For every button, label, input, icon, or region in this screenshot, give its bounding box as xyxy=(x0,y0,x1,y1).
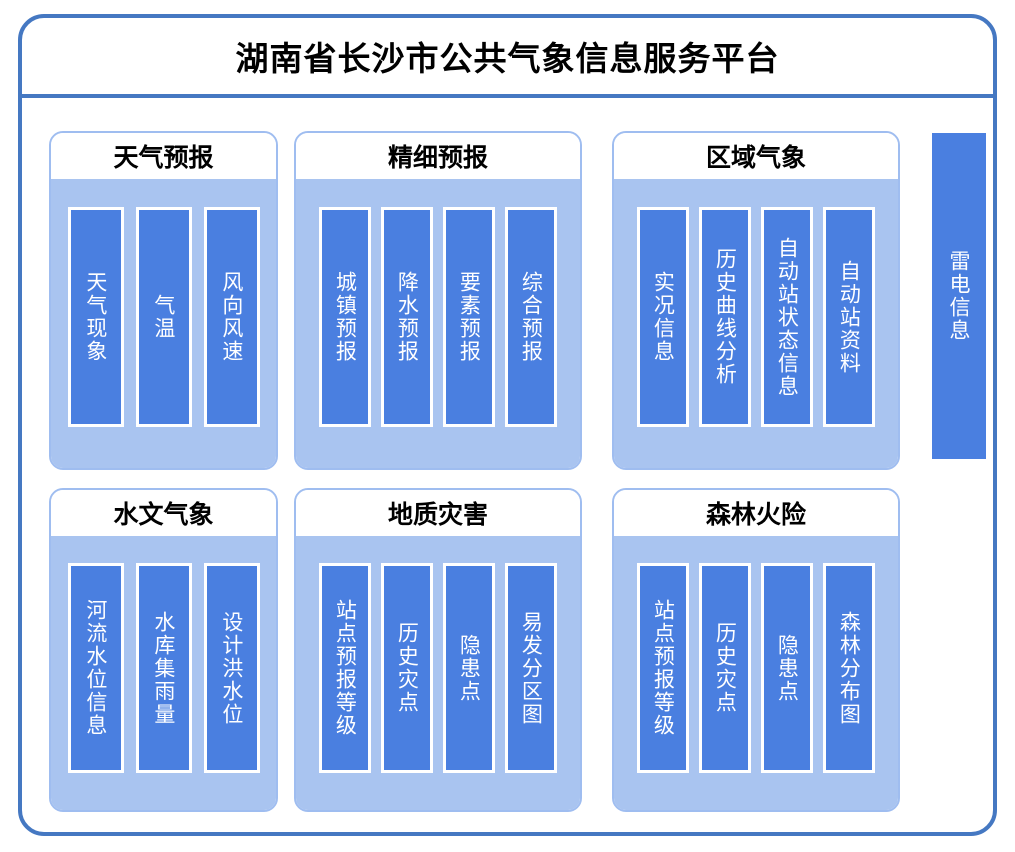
item-label: 设计洪水位 xyxy=(219,610,244,726)
item-bar-hidden-danger-points[interactable]: 隐患点 xyxy=(761,563,813,773)
group-title: 森林火险 xyxy=(705,500,806,529)
item-bar-historical-disaster-points[interactable]: 历史灾点 xyxy=(699,563,751,773)
group-body-forest-fire-risk: 站点预报等级 历史灾点 隐患点 森林分布图 xyxy=(614,536,898,810)
group-title: 地质灾害 xyxy=(387,500,488,529)
item-label: 自动站资料 xyxy=(837,259,862,375)
item-label: 雷电信息 xyxy=(947,250,971,342)
item-label: 实况信息 xyxy=(651,271,676,363)
item-bar-forest-distribution-map[interactable]: 森林分布图 xyxy=(823,563,875,773)
group-header-forest-fire-risk: 森林火险 xyxy=(614,490,898,536)
item-bar-comprehensive-forecast[interactable]: 综合预报 xyxy=(505,207,557,427)
item-label: 站点预报等级 xyxy=(333,599,358,737)
item-label: 隐患点 xyxy=(775,633,800,703)
group-header-weather-forecast: 天气预报 xyxy=(51,133,276,179)
group-title: 区域气象 xyxy=(705,143,806,172)
item-bar-station-forecast-level[interactable]: 站点预报等级 xyxy=(637,563,689,773)
group-panel-fine-forecast[interactable]: 精细预报 城镇预报 降水预报 要素预报 综合预报 xyxy=(294,131,582,470)
group-panel-hydro-meteorology[interactable]: 水文气象 河流水位信息 水库集雨量 设计洪水位 xyxy=(49,488,278,812)
item-label: 隐患点 xyxy=(457,633,482,703)
item-bar-reservoir-rainfall[interactable]: 水库集雨量 xyxy=(135,563,192,773)
item-bar-element-forecast[interactable]: 要素预报 xyxy=(443,207,495,427)
bars-row: 实况信息 历史曲线分析 自动站状态信息 自动站资料 xyxy=(614,179,898,427)
group-body-geological-hazard: 站点预报等级 历史灾点 隐患点 易发分区图 xyxy=(296,536,580,810)
group-header-regional-meteorology: 区域气象 xyxy=(614,133,898,179)
item-bar-prone-zoning-map[interactable]: 易发分区图 xyxy=(505,563,557,773)
item-label: 历史灾点 xyxy=(713,622,738,714)
item-label: 站点预报等级 xyxy=(651,599,676,737)
group-body-fine-forecast: 城镇预报 降水预报 要素预报 综合预报 xyxy=(296,179,580,468)
item-bar-wind[interactable]: 风向风速 xyxy=(203,207,260,427)
group-header-geological-hazard: 地质灾害 xyxy=(296,490,580,536)
item-bar-town-forecast[interactable]: 城镇预报 xyxy=(319,207,371,427)
item-bar-weather-phenomena[interactable]: 天气现象 xyxy=(67,207,124,427)
item-bar-hidden-danger-points[interactable]: 隐患点 xyxy=(443,563,495,773)
item-label: 易发分区图 xyxy=(519,610,544,726)
bars-row: 站点预报等级 历史灾点 隐患点 易发分区图 xyxy=(296,536,580,773)
group-body-hydro-meteorology: 河流水位信息 水库集雨量 设计洪水位 xyxy=(51,536,276,810)
page-title: 湖南省长沙市公共气象信息服务平台 xyxy=(235,39,780,78)
item-bar-precipitation-forecast[interactable]: 降水预报 xyxy=(381,207,433,427)
item-label: 河流水位信息 xyxy=(83,599,108,737)
group-body-weather-forecast: 天气现象 气温 风向风速 xyxy=(51,179,276,468)
item-bar-auto-station-data[interactable]: 自动站资料 xyxy=(823,207,875,427)
item-bar-historical-curve-analysis[interactable]: 历史曲线分析 xyxy=(699,207,751,427)
item-label: 综合预报 xyxy=(519,271,544,363)
item-label: 城镇预报 xyxy=(333,271,358,363)
group-title: 水文气象 xyxy=(113,500,214,529)
group-header-hydro-meteorology: 水文气象 xyxy=(51,490,276,536)
bars-row: 城镇预报 降水预报 要素预报 综合预报 xyxy=(296,179,580,427)
platform-title-bar: 湖南省长沙市公共气象信息服务平台 xyxy=(22,18,993,98)
group-body-regional-meteorology: 实况信息 历史曲线分析 自动站状态信息 自动站资料 xyxy=(614,179,898,468)
item-label: 气温 xyxy=(151,294,176,340)
item-label: 历史灾点 xyxy=(395,622,420,714)
item-bar-design-flood-level[interactable]: 设计洪水位 xyxy=(203,563,260,773)
item-bar-river-water-level[interactable]: 河流水位信息 xyxy=(67,563,124,773)
item-bar-lightning-information[interactable]: 雷电信息 xyxy=(932,133,986,459)
item-label: 历史曲线分析 xyxy=(713,248,738,386)
item-label: 自动站状态信息 xyxy=(775,236,800,398)
item-label: 要素预报 xyxy=(457,271,482,363)
group-panel-regional-meteorology[interactable]: 区域气象 实况信息 历史曲线分析 自动站状态信息 自动站资料 xyxy=(612,131,900,470)
item-label: 天气现象 xyxy=(83,271,108,363)
bars-row: 天气现象 气温 风向风速 xyxy=(51,179,276,427)
bars-row: 站点预报等级 历史灾点 隐患点 森林分布图 xyxy=(614,536,898,773)
group-title: 天气预报 xyxy=(113,143,214,172)
group-panel-weather-forecast[interactable]: 天气预报 天气现象 气温 风向风速 xyxy=(49,131,278,470)
item-bar-live-information[interactable]: 实况信息 xyxy=(637,207,689,427)
item-label: 森林分布图 xyxy=(837,610,862,726)
platform-frame: 湖南省长沙市公共气象信息服务平台 天气预报 天气现象 气温 风向风速 精细预报 xyxy=(18,14,997,836)
item-label: 水库集雨量 xyxy=(151,610,176,726)
group-panel-forest-fire-risk[interactable]: 森林火险 站点预报等级 历史灾点 隐患点 森林分布图 xyxy=(612,488,900,812)
item-label: 降水预报 xyxy=(395,271,420,363)
item-bar-temperature[interactable]: 气温 xyxy=(135,207,192,427)
group-header-fine-forecast: 精细预报 xyxy=(296,133,580,179)
item-bar-auto-station-status[interactable]: 自动站状态信息 xyxy=(761,207,813,427)
item-bar-station-forecast-level[interactable]: 站点预报等级 xyxy=(319,563,371,773)
bars-row: 河流水位信息 水库集雨量 设计洪水位 xyxy=(51,536,276,773)
group-panel-geological-hazard[interactable]: 地质灾害 站点预报等级 历史灾点 隐患点 易发分区图 xyxy=(294,488,582,812)
item-label: 风向风速 xyxy=(219,271,244,363)
group-title: 精细预报 xyxy=(387,143,488,172)
item-bar-historical-disaster-points[interactable]: 历史灾点 xyxy=(381,563,433,773)
